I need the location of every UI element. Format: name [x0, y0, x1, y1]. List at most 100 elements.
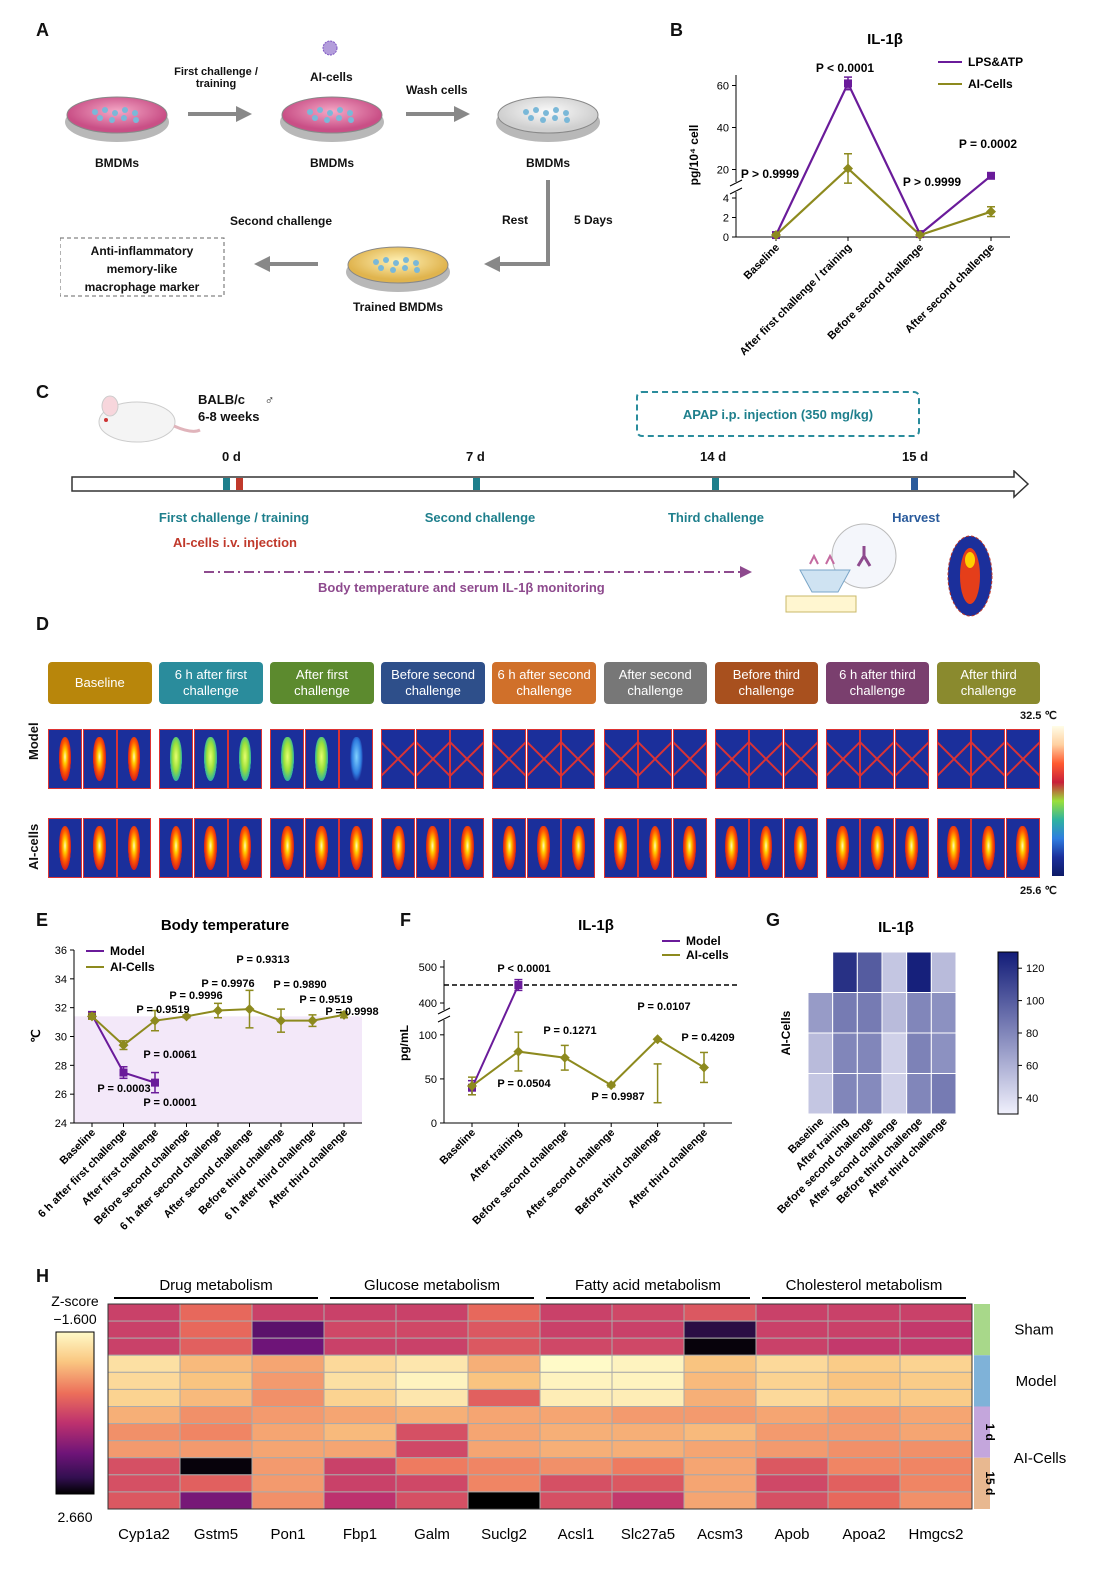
chart-h-gene-label: Pon1 — [270, 1526, 305, 1543]
model-thermal-4-2 — [415, 729, 450, 789]
elisa-illustration — [785, 523, 993, 617]
mouse-thermal-icon — [58, 825, 72, 871]
mouse-thermal-icon — [759, 825, 773, 871]
chart-h-cell — [323, 1474, 397, 1493]
chart-g-cell — [906, 951, 932, 993]
chart-h-cell — [899, 1457, 973, 1476]
model-thermal-6-1 — [603, 729, 638, 789]
chart-g-cell — [930, 951, 957, 993]
mouse-thermal-icon — [280, 825, 294, 871]
ai-cells-thermal-9-1 — [936, 818, 971, 878]
chart-h-cell — [179, 1388, 253, 1407]
chart-g-cell — [807, 1032, 834, 1074]
stage-8: 6 h after third challenge — [825, 662, 930, 704]
marker-line-1: Anti-inflammatory — [90, 244, 194, 258]
mouse-thermal-icon — [981, 825, 995, 871]
ai-cells-thermal-6-3 — [672, 818, 707, 878]
chart-h-cell — [683, 1423, 757, 1442]
chart-h-cell — [899, 1337, 973, 1356]
chart-e-body-temperature: Body temperature24262830323436℃Baseline6… — [30, 917, 379, 1233]
chart-g-cell — [832, 1032, 858, 1074]
ai-cells-thermal-9-3 — [1005, 818, 1040, 878]
model-thermal-6-3 — [672, 729, 707, 789]
ai-cells-thermal-9-2 — [971, 818, 1006, 878]
chart-h-cell — [683, 1354, 757, 1373]
chart-h-gene-label: Slc27a5 — [621, 1526, 675, 1543]
chart-f-point — [606, 1080, 617, 1091]
chart-b-line-2 — [775, 166, 992, 237]
chart-f-annotation: P = 0.1271 — [543, 1025, 596, 1037]
chart-h-cell — [611, 1423, 685, 1442]
chart-e-series-2 — [87, 989, 349, 1051]
label-rest: Rest — [502, 213, 529, 227]
dish-trained-bmdms — [346, 246, 450, 292]
chart-b-ytick-label: 0 — [723, 232, 729, 244]
chart-f-xtick-label: Before second challenge — [470, 1127, 571, 1228]
chart-h-cell — [539, 1337, 613, 1356]
chart-f-line-1 — [471, 984, 520, 1089]
chart-h-cell — [611, 1388, 685, 1407]
chart-h-group-ai-15d — [974, 1457, 990, 1509]
chart-h-subgroup-label: 15 d — [983, 1471, 997, 1495]
chart-h-gene-label: Acsl1 — [558, 1526, 595, 1543]
chart-e-point — [118, 1040, 129, 1051]
chart-b-ylabel: pg/10⁴ cell — [687, 125, 701, 186]
chart-e-annotation: P = 0.9998 — [325, 1006, 378, 1018]
chart-h-row-group-label: Model — [1016, 1373, 1057, 1390]
chart-h-cell — [611, 1371, 685, 1390]
mouse-strain: BALB/c — [198, 392, 245, 407]
chart-e-ytick-label: 34 — [55, 974, 67, 986]
model-thermal-2-3 — [228, 729, 263, 789]
chart-e-point — [181, 1011, 192, 1022]
dish-bmdms-2 — [280, 96, 384, 142]
label-bmdms-1: BMDMs — [95, 156, 139, 170]
panel-a-schematic — [60, 40, 600, 297]
chart-e-point — [213, 1005, 223, 1016]
chart-h-group-model — [974, 1355, 990, 1407]
chart-b-series-1 — [772, 76, 995, 240]
chart-h-cell — [323, 1320, 397, 1339]
model-thermal-8-3 — [894, 729, 929, 789]
model-thermal-1-3 — [117, 729, 151, 789]
chart-h-cell — [755, 1371, 829, 1390]
chart-h-cell — [395, 1354, 469, 1373]
model-thermal-9-1 — [936, 729, 971, 789]
chart-h-cell — [467, 1406, 541, 1425]
chart-b-legend-label: LPS&ATP — [968, 55, 1023, 69]
ai-cells-thermal-2-3 — [228, 818, 263, 878]
mouse-thermal-icon — [315, 736, 329, 782]
arrow-down-left-icon — [484, 180, 550, 272]
arrow-right-icon — [406, 106, 470, 122]
chart-h-cell — [827, 1371, 901, 1390]
chart-h-cell — [107, 1491, 181, 1510]
chart-h-cell — [683, 1440, 757, 1459]
chart-h-group-label: Cholesterol metabolism — [786, 1277, 943, 1294]
chart-h-cell — [611, 1440, 685, 1459]
mouse-illustration — [98, 395, 201, 443]
chart-b-point — [844, 79, 852, 88]
mouse-thermal-icon — [169, 736, 183, 782]
mouse-age: 6-8 weeks — [198, 409, 260, 424]
chart-h-cell — [107, 1320, 181, 1339]
chart-h-cell — [611, 1406, 685, 1425]
chart-g-cell — [832, 951, 858, 993]
chart-h-cell — [827, 1388, 901, 1407]
tl-harvest: Harvest — [892, 510, 940, 525]
chart-g-cell — [856, 992, 883, 1034]
chart-e-ylabel: ℃ — [30, 1029, 43, 1042]
ai-cells-thermal-8-3 — [894, 818, 929, 878]
ai-cells-thermal-4-2 — [415, 818, 450, 878]
chart-h-cell — [539, 1423, 613, 1442]
mouse-thermal-icon — [93, 825, 106, 871]
chart-e-title: Body temperature — [161, 917, 289, 934]
chart-b-xtick-label: Baseline — [742, 242, 782, 282]
mouse-thermal-icon — [947, 825, 961, 871]
chart-h-cell — [611, 1474, 685, 1493]
row-label-model: Model — [26, 722, 41, 760]
chart-h-cell — [251, 1491, 325, 1510]
chart-h-cell — [251, 1354, 325, 1373]
stage-9: After third challenge — [936, 662, 1041, 704]
chart-b-ytick-label: 4 — [723, 193, 729, 205]
mouse-thermal-icon — [127, 825, 141, 871]
